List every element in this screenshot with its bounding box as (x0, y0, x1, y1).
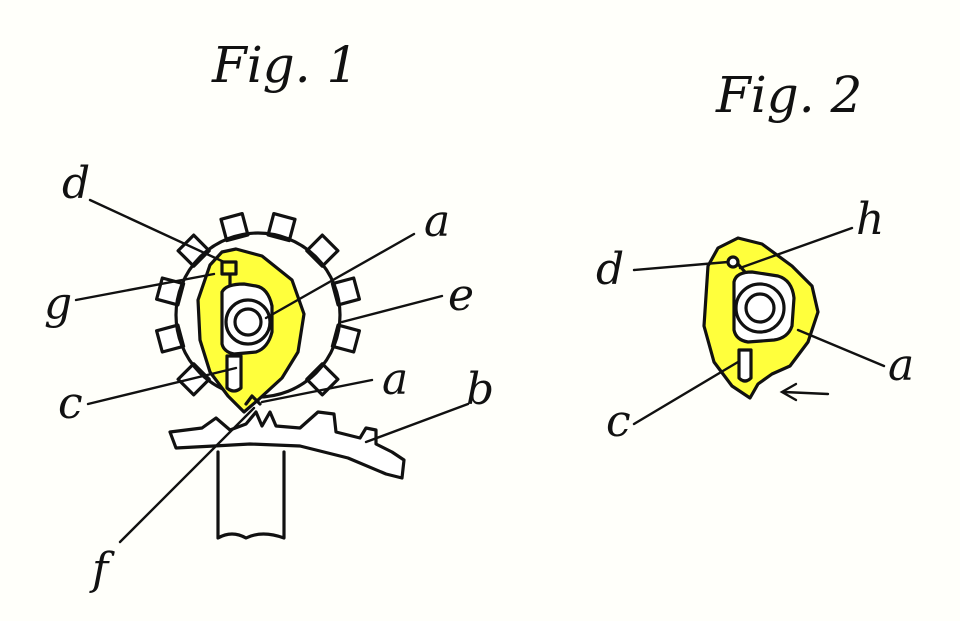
figure-2-caption: Fig. 2 (715, 66, 862, 124)
leader-b (364, 402, 470, 444)
leader-e (340, 294, 444, 324)
leader-a-upper (264, 232, 416, 320)
label-g: g (44, 278, 72, 329)
hub-inner (233, 307, 263, 337)
arrow-left-icon (779, 382, 830, 402)
hub-inner-fig2 (744, 292, 776, 324)
figure-1: Fig. 1 d g c a (44, 36, 494, 595)
label-d-fig2: d (596, 244, 624, 295)
slot-c (225, 354, 243, 393)
gear-tooth (176, 233, 211, 268)
pin-d (726, 255, 740, 269)
label-b: b (466, 364, 494, 415)
label-d-fig1: d (62, 158, 90, 209)
leader-f (118, 406, 256, 544)
leader-a-fig2 (796, 328, 886, 368)
label-a-lower: a (382, 354, 408, 405)
figure-2: Fig. 2 d h a c (596, 66, 914, 447)
label-c-fig2: c (606, 396, 631, 447)
notch-f (244, 394, 262, 406)
label-e: e (448, 270, 474, 321)
leader-d-fig2 (632, 260, 730, 272)
label-a-fig2: a (888, 340, 914, 391)
figure-1-caption: Fig. 1 (211, 36, 358, 94)
wheel-b (168, 410, 406, 480)
gear-tooth (305, 362, 340, 397)
label-h: h (856, 194, 884, 245)
slot-c-fig2 (737, 348, 753, 383)
leader-c-fig2 (632, 360, 740, 426)
leader-a-lower (260, 378, 374, 404)
label-c-fig1: c (58, 378, 83, 429)
pawl-d (220, 260, 238, 276)
label-f: f (89, 544, 115, 595)
leader-g (74, 272, 216, 302)
leader-c (86, 366, 238, 406)
leader-d (88, 198, 226, 264)
gear-tooth (305, 233, 340, 268)
shaft (216, 450, 286, 540)
label-a-upper: a (424, 196, 450, 247)
leader-h (738, 226, 854, 270)
